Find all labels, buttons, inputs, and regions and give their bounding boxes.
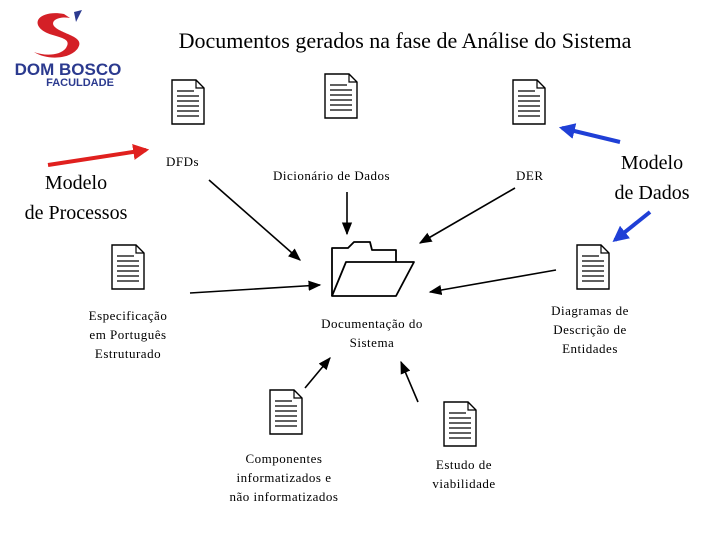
componentes-line1: Componentes [245,451,323,466]
arrow-dfds [208,179,301,261]
logo-swoosh-red [34,13,80,58]
dicionario-label: Dicionário de Dados [273,168,391,183]
arrow-der [418,187,516,244]
logo-line1: DOM BOSCO [15,60,122,79]
red-arrow [47,144,150,167]
arrow-estudo [400,360,419,403]
folder-icon [331,241,415,297]
especificacao-document-icon [111,244,145,290]
blue-arrow-bottom [612,210,652,242]
blue-arrow-top [558,123,621,144]
der-document-icon [512,79,546,125]
modelo-processos-line1: Modelo [44,172,108,194]
der-label: DER [516,168,544,183]
modelo-processos-label: Modelo de Processos [6,168,146,228]
arrow-diagramas [428,269,557,296]
dfds-label: DFDs [166,154,200,169]
documentacao-line2: Sistema [349,335,395,350]
page-title: Documentos gerados na fase de Análise do… [178,28,632,53]
especificacao-line2: em Português [89,327,167,342]
modelo-dados-line1: Modelo [620,152,684,174]
diagramas-document-icon [576,244,610,290]
estudo-document-icon [443,401,477,447]
modelo-processos-line2: de Processos [24,202,128,224]
documentacao-label: Documentação do Sistema [306,314,438,352]
especificacao-line3: Estruturado [94,346,162,361]
logo-line2: FACULDADE [46,77,114,86]
diagramas-line1: Diagramas de [551,303,629,318]
componentes-label: Componentes informatizados e não informa… [214,449,354,506]
dfds-document-icon [171,79,205,125]
estudo-label: Estudo de viabilidade [414,455,514,493]
diagramas-label: Diagramas de Descrição de Entidades [528,301,652,358]
logo-swoosh-blue [74,10,82,22]
dom-bosco-logo: DOM BOSCO FACULDADE [15,10,122,86]
dicionario-document-icon [324,73,358,119]
estudo-line1: Estudo de [435,457,493,472]
estudo-line2: viabilidade [432,476,496,491]
diagramas-line3: Entidades [562,341,618,356]
componentes-line2: informatizados e [236,470,332,485]
modelo-dados-label: Modelo de Dados [596,148,708,208]
especificacao-line1: Especificação [88,308,168,323]
modelo-dados-line2: de Dados [614,182,690,204]
documentacao-line1: Documentação do [321,316,423,331]
componentes-document-icon [269,389,303,435]
diagramas-line2: Descrição de [553,322,627,337]
especificacao-label: Especificação em Português Estruturado [66,306,190,363]
arrow-componentes [304,357,331,389]
arrow-especificacao [189,280,322,294]
componentes-line3: não informatizados [229,489,339,504]
